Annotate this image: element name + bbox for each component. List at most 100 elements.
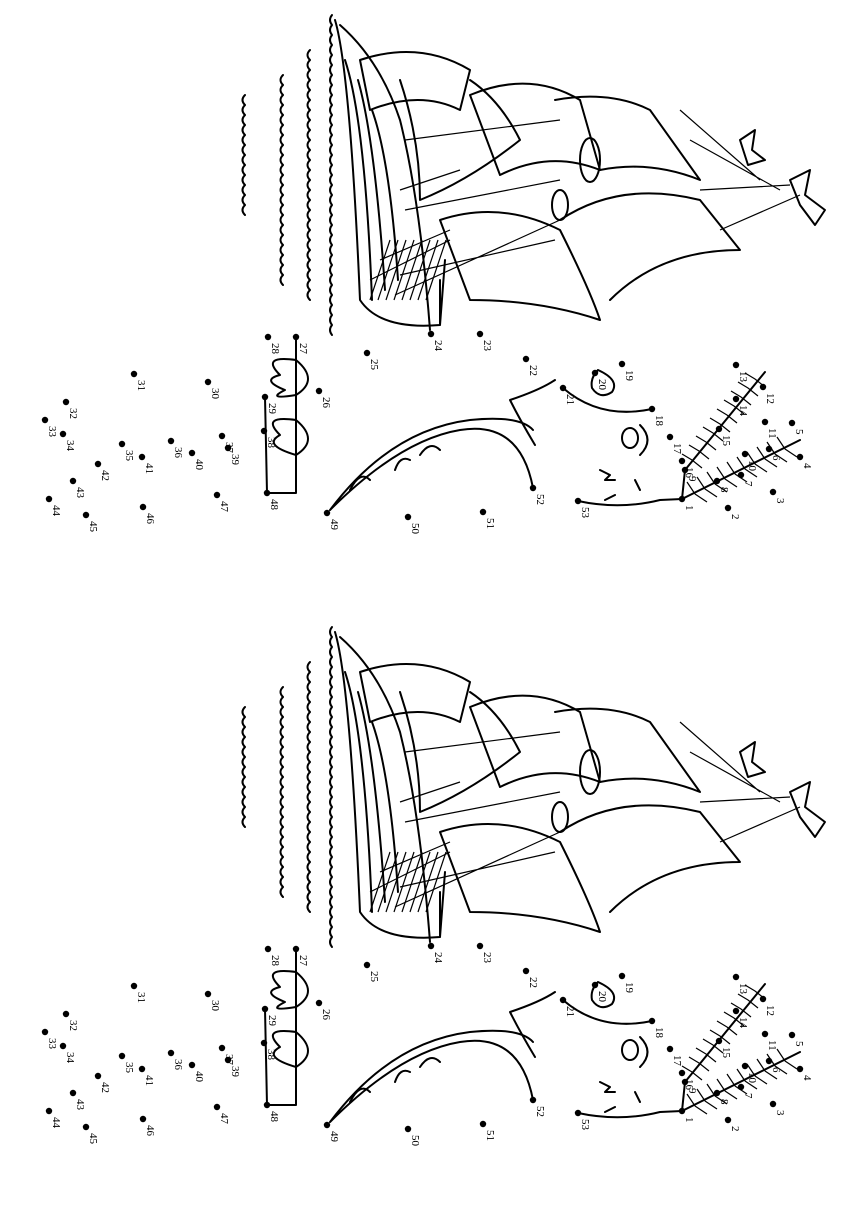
- dot-18[interactable]: 18: [648, 405, 665, 427]
- dot-marker[interactable]: [41, 1028, 49, 1036]
- dot-17[interactable]: 17: [666, 1045, 683, 1067]
- dot-marker[interactable]: [761, 418, 769, 426]
- dot-marker[interactable]: [323, 1121, 331, 1129]
- dot-44[interactable]: 44: [45, 495, 62, 517]
- dot-36[interactable]: 36: [167, 437, 184, 459]
- dot-9[interactable]: 9: [681, 466, 698, 482]
- dot-33[interactable]: 33: [41, 1028, 58, 1050]
- dot-marker[interactable]: [260, 1039, 268, 1047]
- dot-34[interactable]: 34: [59, 1042, 76, 1064]
- dot-marker[interactable]: [678, 1069, 686, 1077]
- dot-marker[interactable]: [574, 1109, 582, 1117]
- dot-marker[interactable]: [213, 1103, 221, 1111]
- dot-marker[interactable]: [732, 973, 740, 981]
- dot-45[interactable]: 45: [82, 511, 99, 533]
- dot-47[interactable]: 47: [213, 491, 230, 513]
- dot-marker[interactable]: [591, 981, 599, 989]
- dot-39[interactable]: 39: [224, 1056, 241, 1078]
- dot-marker[interactable]: [732, 395, 740, 403]
- dot-30[interactable]: 30: [204, 990, 221, 1012]
- dot-34[interactable]: 34: [59, 430, 76, 452]
- dot-marker[interactable]: [292, 333, 300, 341]
- dot-marker[interactable]: [796, 453, 804, 461]
- dot-52[interactable]: 52: [529, 1096, 546, 1117]
- dot-31[interactable]: 31: [130, 370, 147, 391]
- dot-marker[interactable]: [261, 1005, 269, 1013]
- dot-38[interactable]: 38: [260, 427, 277, 449]
- dot-10[interactable]: 10: [741, 450, 758, 472]
- dot-marker[interactable]: [263, 489, 271, 497]
- dot-18[interactable]: 18: [648, 1017, 665, 1039]
- dot-marker[interactable]: [292, 945, 300, 953]
- dot-11[interactable]: 11: [761, 418, 778, 439]
- dot-marker[interactable]: [363, 349, 371, 357]
- dot-marker[interactable]: [759, 383, 767, 391]
- dot-51[interactable]: 51: [479, 1120, 496, 1141]
- dot-marker[interactable]: [765, 1057, 773, 1065]
- dot-36[interactable]: 36: [167, 1049, 184, 1071]
- dot-44[interactable]: 44: [45, 1107, 62, 1129]
- dot-marker[interactable]: [62, 398, 70, 406]
- dot-marker[interactable]: [224, 444, 232, 452]
- dot-marker[interactable]: [204, 990, 212, 998]
- dot-13[interactable]: 13: [732, 361, 749, 383]
- dot-marker[interactable]: [761, 1030, 769, 1038]
- dot-marker[interactable]: [666, 433, 674, 441]
- dot-marker[interactable]: [363, 961, 371, 969]
- dot-29[interactable]: 29: [261, 1005, 278, 1027]
- dot-9[interactable]: 9: [681, 1078, 698, 1094]
- dot-14[interactable]: 14: [732, 395, 749, 417]
- dot-marker[interactable]: [404, 1125, 412, 1133]
- dot-51[interactable]: 51: [479, 508, 496, 529]
- dot-marker[interactable]: [522, 355, 530, 363]
- dot-marker[interactable]: [759, 995, 767, 1003]
- dot-12[interactable]: 12: [759, 995, 776, 1016]
- dot-marker[interactable]: [574, 497, 582, 505]
- dot-26[interactable]: 26: [315, 387, 332, 409]
- dot-marker[interactable]: [59, 430, 67, 438]
- dot-marker[interactable]: [204, 378, 212, 386]
- dot-23[interactable]: 23: [476, 330, 493, 352]
- dot-marker[interactable]: [796, 1065, 804, 1073]
- dot-46[interactable]: 46: [139, 503, 156, 525]
- dot-26[interactable]: 26: [315, 999, 332, 1021]
- dot-marker[interactable]: [788, 419, 796, 427]
- dot-marker[interactable]: [732, 361, 740, 369]
- dot-33[interactable]: 33: [41, 416, 58, 438]
- dot-marker[interactable]: [591, 369, 599, 377]
- dot-28[interactable]: 28: [264, 945, 281, 967]
- dot-5[interactable]: 5: [788, 1031, 805, 1047]
- dot-marker[interactable]: [69, 1089, 77, 1097]
- dot-35[interactable]: 35: [118, 1052, 135, 1074]
- dot-11[interactable]: 11: [761, 1030, 778, 1051]
- dot-marker[interactable]: [724, 1116, 732, 1124]
- dot-marker[interactable]: [737, 1083, 745, 1091]
- dot-53[interactable]: 53: [574, 1109, 591, 1131]
- dot-marker[interactable]: [476, 942, 484, 950]
- dot-31[interactable]: 31: [130, 982, 147, 1003]
- dot-marker[interactable]: [666, 1045, 674, 1053]
- dot-22[interactable]: 22: [522, 967, 539, 988]
- dot-marker[interactable]: [260, 427, 268, 435]
- dot-4[interactable]: 4: [796, 1065, 813, 1081]
- dot-marker[interactable]: [167, 1049, 175, 1057]
- dot-marker[interactable]: [264, 945, 272, 953]
- dot-marker[interactable]: [118, 1052, 126, 1060]
- dot-marker[interactable]: [188, 449, 196, 457]
- dot-21[interactable]: 21: [559, 384, 576, 405]
- dot-marker[interactable]: [94, 1072, 102, 1080]
- dot-2[interactable]: 2: [724, 1116, 741, 1132]
- dot-23[interactable]: 23: [476, 942, 493, 964]
- dot-marker[interactable]: [678, 495, 686, 503]
- dot-marker[interactable]: [82, 511, 90, 519]
- dot-41[interactable]: 41: [138, 453, 155, 474]
- dot-marker[interactable]: [732, 1007, 740, 1015]
- dot-marker[interactable]: [218, 432, 226, 440]
- dot-28[interactable]: 28: [264, 333, 281, 355]
- dot-marker[interactable]: [678, 1107, 686, 1115]
- dot-marker[interactable]: [737, 471, 745, 479]
- dot-32[interactable]: 32: [62, 398, 79, 419]
- dot-32[interactable]: 32: [62, 1010, 79, 1031]
- dot-42[interactable]: 42: [94, 1072, 111, 1093]
- dot-49[interactable]: 49: [323, 509, 340, 531]
